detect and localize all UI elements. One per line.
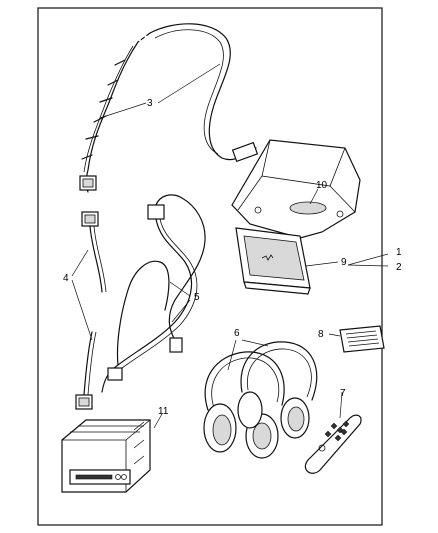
callout-7: 7: [340, 388, 346, 399]
diagram-frame: [37, 7, 383, 526]
dvd-player-unit: [61, 419, 151, 493]
callout-9: 9: [341, 257, 347, 268]
leader-lines: [71, 63, 389, 429]
callout-11: 11: [158, 406, 169, 417]
callout-5: 5: [194, 292, 200, 303]
callout-8: 8: [318, 329, 324, 340]
callout-4: 4: [63, 273, 69, 284]
callout-10: 10: [316, 180, 328, 191]
callout-3: 3: [147, 98, 153, 109]
wireless-headphones: [203, 341, 318, 459]
remote-control: [304, 414, 362, 474]
video-cable-harness: [75, 211, 107, 410]
overhead-wire-harness: [79, 23, 259, 193]
audio-cable-loop: [101, 194, 206, 393]
callout-1: 1: [396, 247, 402, 258]
screen-logo-icon: [261, 254, 274, 261]
instruction-card: [339, 325, 385, 353]
overhead-video-console: [231, 139, 361, 295]
callout-2: 2: [396, 262, 402, 273]
callout-6: 6: [234, 328, 240, 339]
